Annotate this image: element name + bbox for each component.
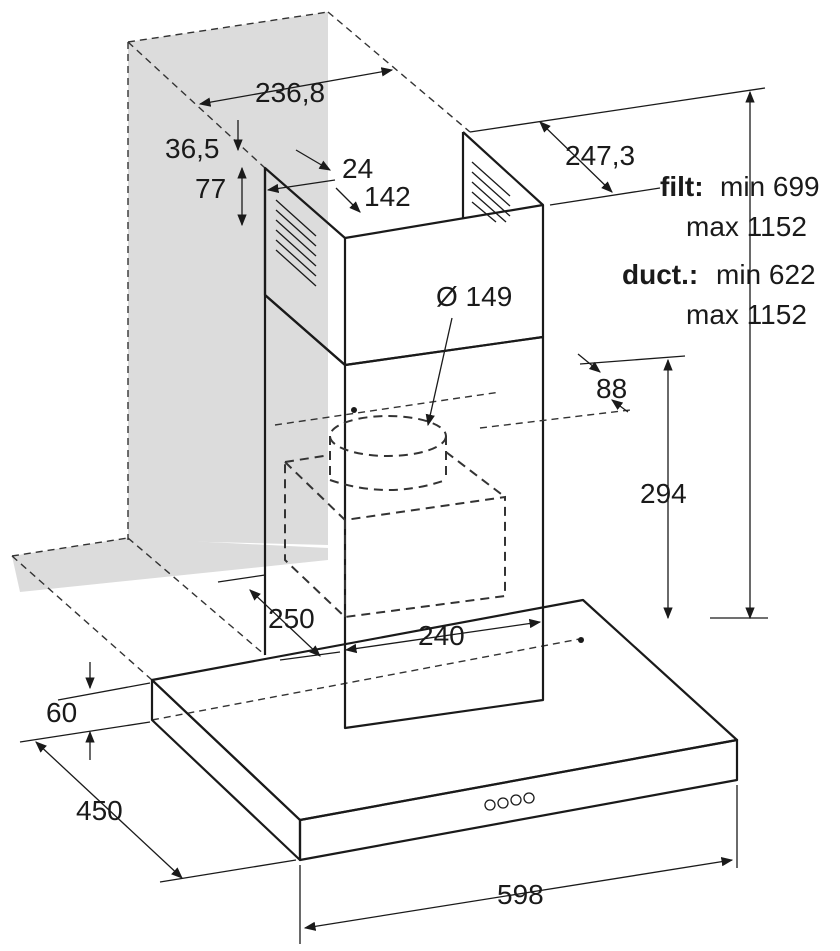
control-knobs [484, 792, 535, 811]
wall-floor-strip [12, 538, 328, 592]
label-240: 240 [418, 620, 465, 651]
label-24: 24 [342, 153, 373, 184]
wall-back-panel [128, 12, 328, 545]
filt-min: min 699 [720, 171, 820, 202]
dimension-lines [19, 67, 768, 944]
label-294: 294 [640, 478, 687, 509]
wall [11, 11, 329, 592]
height-notes: filt: min 699 max 1152 duct.: min 622 ma… [622, 171, 820, 330]
reference-lines [11, 11, 586, 721]
label-450: 450 [76, 795, 123, 826]
label-77: 77 [195, 173, 226, 204]
label-250: 250 [268, 603, 315, 634]
duct-label: duct.: [622, 259, 698, 290]
label-36-5: 36,5 [165, 133, 220, 164]
label-598: 598 [497, 879, 544, 910]
label-142: 142 [364, 181, 411, 212]
label-60: 60 [46, 697, 77, 728]
label-236-8: 236,8 [255, 77, 325, 108]
dimension-labels: 236,8 36,5 24 77 142 247,3 Ø 149 88 294 … [46, 77, 687, 910]
hidden-motor [274, 391, 631, 643]
filt-max: max 1152 [686, 211, 807, 242]
label-88: 88 [596, 373, 627, 404]
filt-label: filt: [660, 171, 704, 202]
duct-min: min 622 [716, 259, 816, 290]
label-diameter-149: Ø 149 [436, 281, 512, 312]
vent-slots-right [471, 161, 511, 223]
vent-slots-left [275, 199, 317, 287]
duct-max: max 1152 [686, 299, 807, 330]
label-247-3: 247,3 [565, 140, 635, 171]
